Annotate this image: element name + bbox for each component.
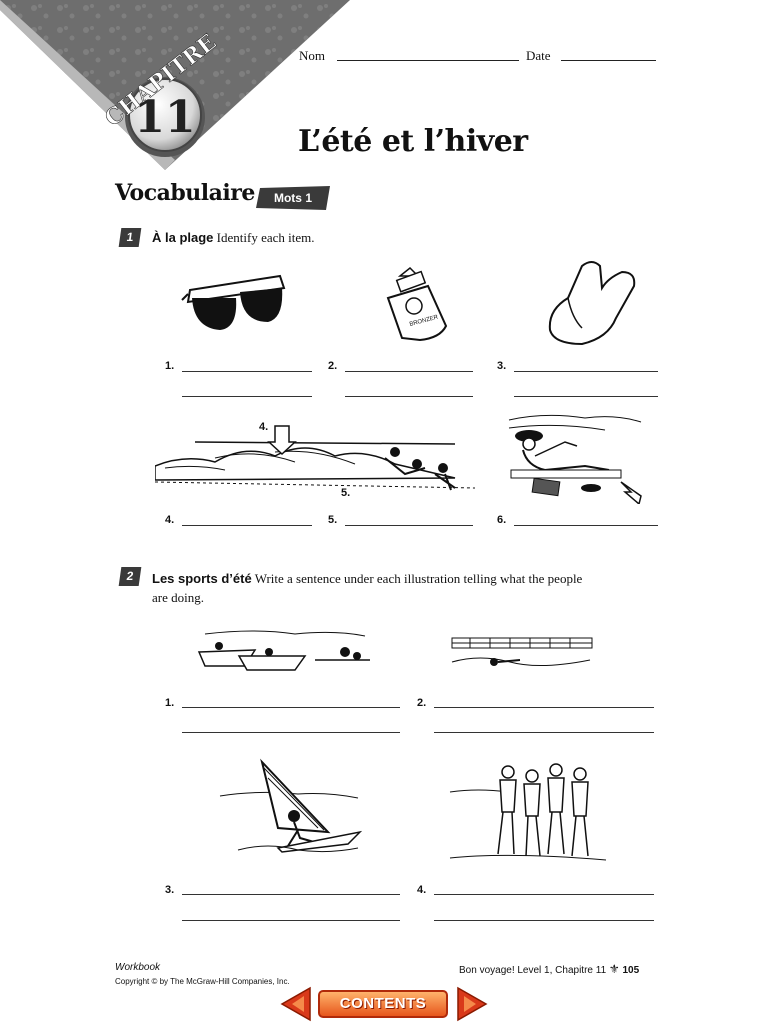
exercise-1-title: À la plage (152, 230, 214, 245)
ex2-answer-3b[interactable] (182, 920, 400, 921)
exercise-1-header: À la plage Identify each item. (152, 230, 315, 246)
next-page-arrow-icon[interactable] (456, 986, 488, 1022)
ex1-label-5: 5. (328, 514, 338, 526)
ex2-answer-2a[interactable] (434, 707, 654, 708)
page-number: 105 (622, 965, 640, 976)
ex1-answer-3b[interactable] (514, 396, 658, 397)
ex2-answer-4a[interactable] (434, 894, 654, 895)
ex2-answer-3a[interactable] (182, 894, 400, 895)
exercise-1-number: 1 (118, 228, 142, 247)
exercise-2-title: Les sports d’été (152, 571, 252, 586)
footer-copyright: Copyright © by The McGraw-Hill Companies… (115, 977, 290, 986)
sunglasses-illustration (181, 274, 286, 330)
sunbather-illustration (508, 414, 642, 504)
chapter-banner: CHAPITRE 11 (0, 0, 350, 170)
footer-book: Bon voyage! Level 1, Chapitre 11 (459, 965, 607, 976)
exercise-2-instruction-1: Write a sentence under each illustration… (254, 571, 583, 586)
exercise-2-number: 2 (118, 567, 142, 586)
footer-book-info: Bon voyage! Level 1, Chapitre 11 ⚜ 105 (459, 962, 639, 976)
ex1-label-4: 4. (165, 514, 175, 526)
previous-page-arrow-icon[interactable] (280, 986, 312, 1022)
chapter-number: 11 (134, 92, 195, 143)
ex1-answer-5[interactable] (345, 525, 473, 526)
ex1-label-3: 3. (497, 360, 507, 372)
ex1-answer-6[interactable] (514, 525, 658, 526)
contents-button[interactable]: CONTENTS (318, 990, 448, 1018)
footer-workbook: Workbook (115, 962, 161, 973)
ex1-answer-1b[interactable] (182, 396, 312, 397)
ex1-label-6: 6. (497, 514, 507, 526)
beach-waves-illustration: 4. 5. (155, 421, 476, 499)
sunscreen-illustration: BRONZER (386, 266, 448, 342)
exercise-1-instruction: Identify each item. (216, 230, 315, 245)
mots-tag-shape (256, 186, 330, 210)
ex2-label-1: 1. (165, 697, 175, 709)
ex1-label-1: 1. (165, 360, 175, 372)
boats-illustration (197, 630, 370, 671)
ex2-label-3: 3. (165, 884, 175, 896)
ex2-label-2: 2. (417, 697, 427, 709)
mots-tag-label: Mots 1 (273, 191, 312, 205)
ex1-answer-2a[interactable] (345, 371, 473, 372)
ex2-answer-1b[interactable] (182, 732, 400, 733)
nom-label: Nom (299, 48, 325, 63)
nom-field[interactable] (337, 60, 519, 61)
beach-label-4: 4. (259, 421, 268, 433)
date-label: Date (526, 48, 551, 63)
page-title: L’été et l’hiver (298, 124, 528, 159)
ex1-answer-4[interactable] (182, 525, 312, 526)
swimming-pool-illustration (451, 637, 593, 667)
swimsuit-illustration (548, 261, 636, 346)
exercise-2-instruction-2: are doing. (152, 590, 204, 605)
ex1-label-2: 2. (328, 360, 338, 372)
ex1-answer-2b[interactable] (345, 396, 473, 397)
exercise-2-header: Les sports d’été Write a sentence under … (152, 569, 652, 607)
beach-walkers-illustration (449, 763, 607, 861)
ex2-answer-2b[interactable] (434, 732, 654, 733)
ex1-answer-3a[interactable] (514, 371, 658, 372)
windsurfer-illustration (219, 758, 362, 853)
ex1-answer-1a[interactable] (182, 371, 312, 372)
ex2-answer-4b[interactable] (434, 920, 654, 921)
ex2-answer-1a[interactable] (182, 707, 400, 708)
section-heading: Vocabulaire (115, 180, 255, 206)
date-field[interactable] (561, 60, 656, 61)
beach-label-5: 5. (341, 487, 350, 499)
fleur-de-lis-icon: ⚜ (608, 962, 620, 976)
ex2-label-4: 4. (417, 884, 427, 896)
